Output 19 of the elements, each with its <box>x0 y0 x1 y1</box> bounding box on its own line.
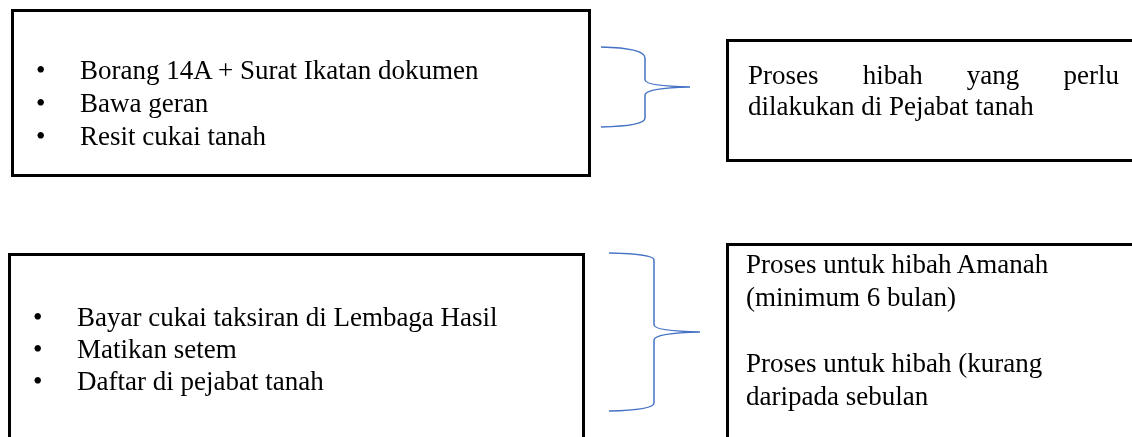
bullet-marker: • <box>35 54 47 87</box>
bullet-marker: • <box>35 87 47 120</box>
text-box <box>726 39 1132 162</box>
box-text: Proses untuk hibah Amanah (minimum 6 bulan) <box>746 248 1050 314</box>
text-box <box>11 9 591 177</box>
list-item-text: Daftar di pejabat tanah <box>77 365 324 397</box>
box-text: Proses hibah yang perlu dilakukan di Pejabat tanah <box>748 60 1119 122</box>
list-item-text: Resit cukai tanah <box>80 120 266 153</box>
list-item-text: Bayar cukai taksiran di Lembaga Hasil <box>77 301 498 333</box>
text-box <box>8 253 585 437</box>
list-item-text: Bawa geran <box>80 87 209 120</box>
list-item-text: Borang 14A + Surat Ikatan dokumen <box>80 54 479 87</box>
box-text: Proses untuk hibah (kurang daripada sebulan <box>746 347 1044 413</box>
bullet-marker: • <box>32 301 44 333</box>
list-item-text: Matikan setem <box>77 333 237 365</box>
text-box <box>726 243 1132 437</box>
bullet-marker: • <box>32 365 44 397</box>
bullet-marker: • <box>35 120 47 153</box>
bullet-marker: • <box>32 333 44 365</box>
